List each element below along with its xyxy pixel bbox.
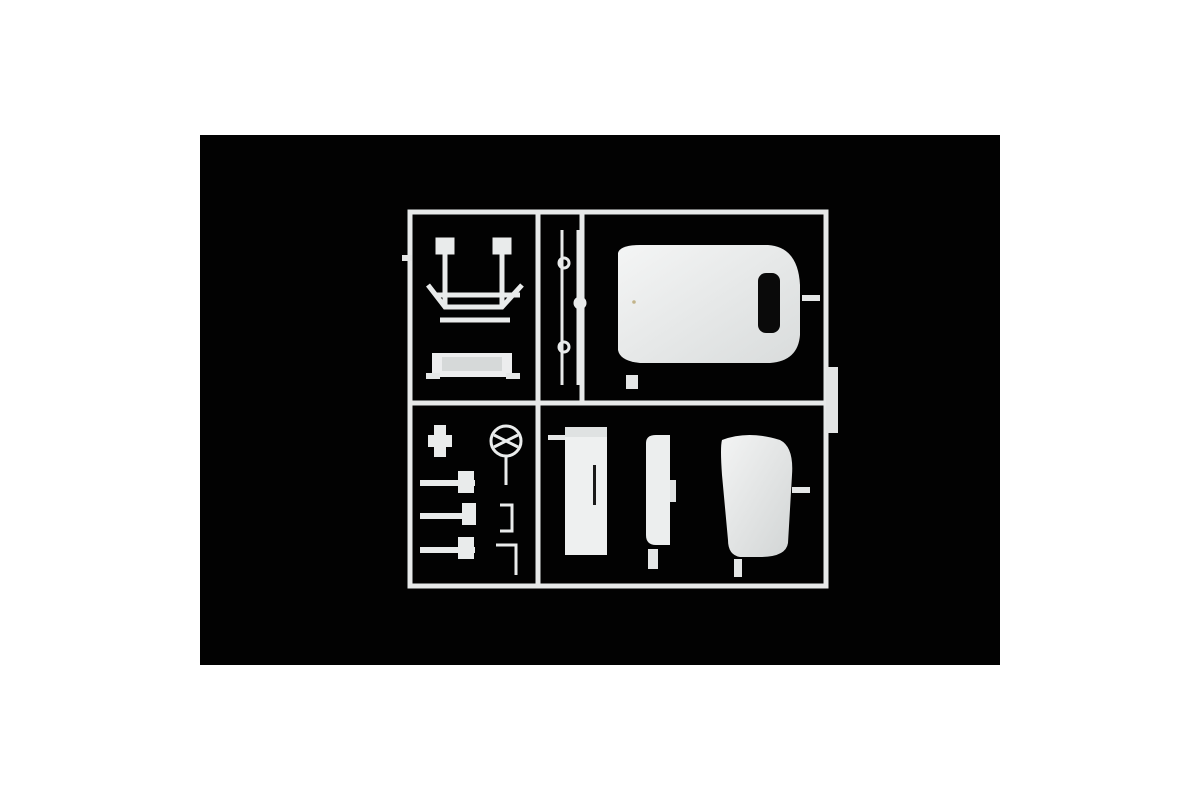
photo-frame [200, 135, 1000, 665]
door-panel-part [646, 435, 676, 569]
sprue-tab [826, 367, 838, 433]
seat-base-part [426, 353, 520, 379]
steering-wheel-part [489, 424, 523, 575]
sprue-tab-left [402, 255, 412, 261]
model-kit-sprue [402, 209, 838, 589]
seat-shell-part [721, 435, 810, 577]
small-parts-cluster [420, 425, 476, 559]
frame-bracket-part [426, 237, 524, 323]
dashboard-panel-part [548, 427, 607, 555]
cab-part [618, 245, 820, 389]
rod-parts [557, 230, 587, 385]
